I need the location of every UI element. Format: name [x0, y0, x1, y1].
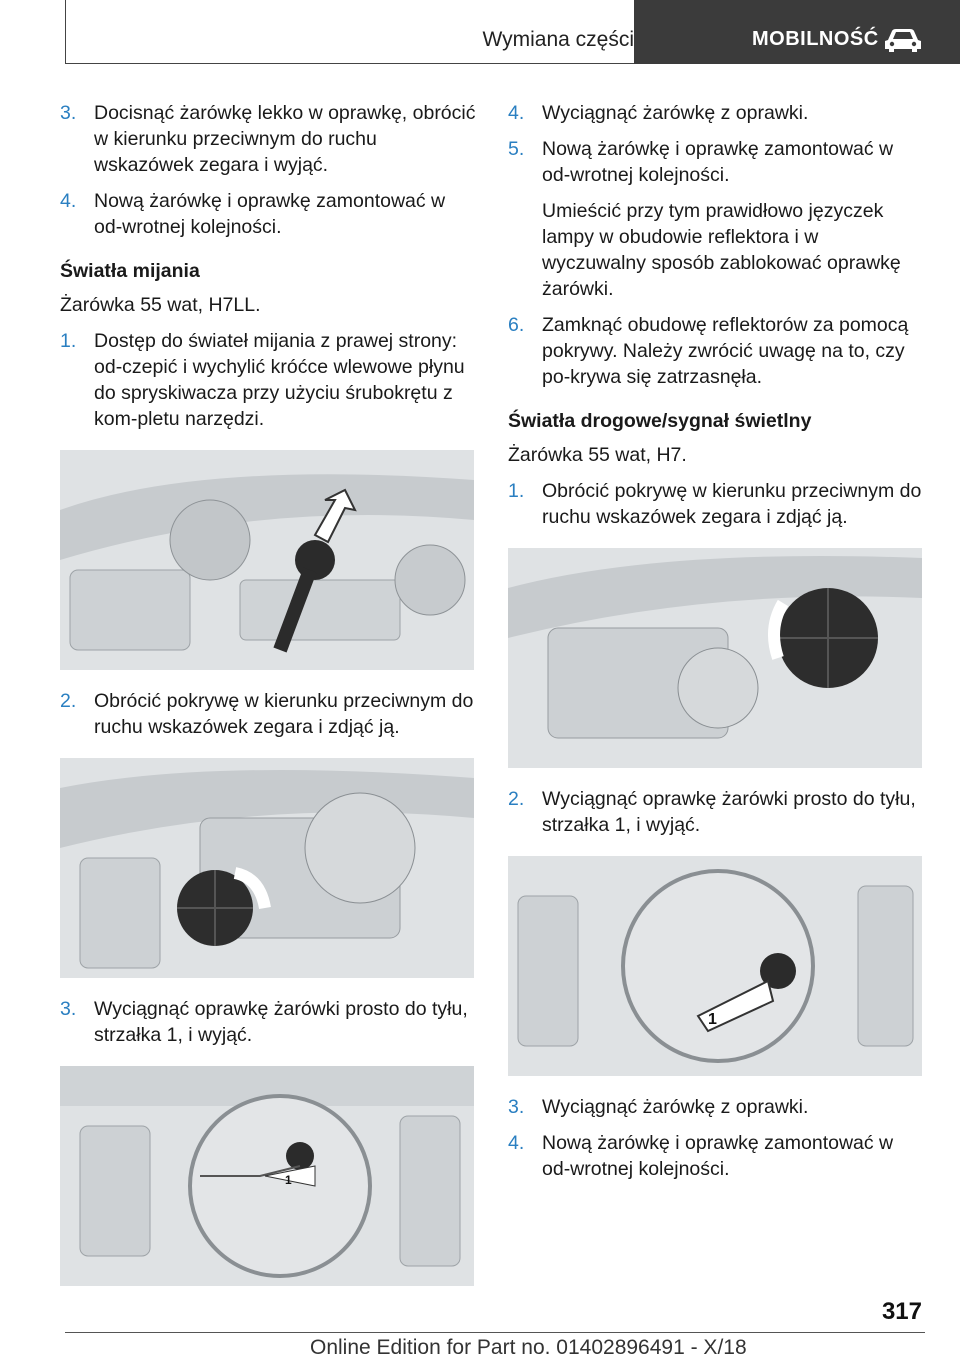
step-item: 4. Nową żarówkę i oprawkę zamontować w o… [508, 1130, 926, 1182]
step-text: Nową żarówkę i oprawkę zamontować w od‐w… [542, 1132, 894, 1180]
step-text: Obrócić pokrywę w kierunku przeciwnym do… [94, 690, 474, 738]
headlight-photo-high-beam-cover [508, 548, 922, 768]
right-column: 4. Wyciągnąć żarówkę z oprawki. 5. Nową … [508, 100, 926, 1192]
footer-divider [65, 1332, 925, 1333]
step-note: Umieścić przy tym prawidłowo języczek la… [542, 200, 901, 300]
step-text: Wyciągnąć oprawkę żarówki prosto do tyłu… [542, 788, 916, 836]
section-title: Wymiana części [482, 28, 634, 51]
step-number: 2. [60, 690, 77, 712]
headlight-photo-bulb-holder: 1 [60, 1066, 474, 1286]
step-text: Wyciągnąć oprawkę żarówki prosto do tyłu… [94, 998, 468, 1046]
step-item: 4. Wyciągnąć żarówkę z oprawki. [508, 100, 926, 126]
step-item: 1. Dostęp do świateł mijania z prawej st… [60, 328, 478, 432]
step-number: 4. [508, 102, 525, 124]
step-item: 5. Nową żarówkę i oprawkę zamontować w o… [508, 136, 926, 188]
chapter-title: MOBILNOŚĆ [752, 28, 879, 50]
step-number: 3. [60, 998, 77, 1020]
step-item: 6. Zamknąć obudowę reflektorów za pomocą… [508, 312, 926, 390]
step-text: Docisnąć żarówkę lekko w oprawkę, obróci… [94, 102, 476, 176]
step-number: 6. [508, 314, 525, 336]
step-number: 1. [60, 330, 77, 352]
arrow-label: 1 [285, 1173, 292, 1187]
step-item: 4. Nową żarówkę i oprawkę zamontować w o… [60, 188, 478, 240]
step-item: 2. Obrócić pokrywę w kierunku przeciwnym… [60, 688, 478, 740]
step-item: 3. Docisnąć żarówkę lekko w oprawkę, obr… [60, 100, 478, 178]
step-item: 3. Wyciągnąć żarówkę z oprawki. [508, 1094, 926, 1120]
step-item: 2. Wyciągnąć oprawkę żarówki prosto do t… [508, 786, 926, 838]
step-number: 3. [508, 1096, 525, 1118]
step-text: Dostęp do świateł mijania z prawej stron… [94, 330, 465, 430]
step-item: 1. Obrócić pokrywę w kierunku przeciwnym… [508, 478, 926, 530]
step-item: 3. Wyciągnąć oprawkę żarówki prosto do t… [60, 996, 478, 1048]
step-number: 4. [60, 190, 77, 212]
step-text: Wyciągnąć żarówkę z oprawki. [542, 1096, 809, 1118]
step-text: Wyciągnąć żarówkę z oprawki. [542, 102, 809, 124]
headlight-photo-cover [60, 758, 474, 978]
bulb-spec: Żarówka 55 wat, H7LL. [60, 294, 261, 316]
step-number: 3. [60, 102, 77, 124]
section-heading-low-beam: Światła mijania [60, 260, 200, 282]
bulb-spec: Żarówka 55 wat, H7. [508, 444, 687, 466]
car-icon [885, 29, 921, 52]
arrow-label: 1 [708, 1011, 717, 1028]
step-number: 1. [508, 480, 525, 502]
step-number: 4. [508, 1132, 525, 1154]
step-text: Nową żarówkę i oprawkę zamontować w od‐w… [94, 190, 446, 238]
step-number: 2. [508, 788, 525, 810]
headlight-photo-filler-neck [60, 450, 474, 670]
step-text: Obrócić pokrywę w kierunku przeciwnym do… [542, 480, 922, 528]
chapter-tab: MOBILNOŚĆ [634, 0, 960, 64]
section-heading-high-beam: Światła drogowe/sygnał świetlny [508, 410, 812, 432]
step-text: Zamknąć obudowę reflektorów za pomocą po… [542, 314, 909, 388]
left-column: 3. Docisnąć żarówkę lekko w oprawkę, obr… [60, 100, 478, 1304]
edition-footer: Online Edition for Part no. 01402896491 … [310, 1336, 747, 1359]
step-number: 5. [508, 138, 525, 160]
step-text: Nową żarówkę i oprawkę zamontować w od‐w… [542, 138, 894, 186]
page-number: 317 [881, 1298, 922, 1325]
headlight-photo-high-beam-holder: 1 [508, 856, 922, 1076]
